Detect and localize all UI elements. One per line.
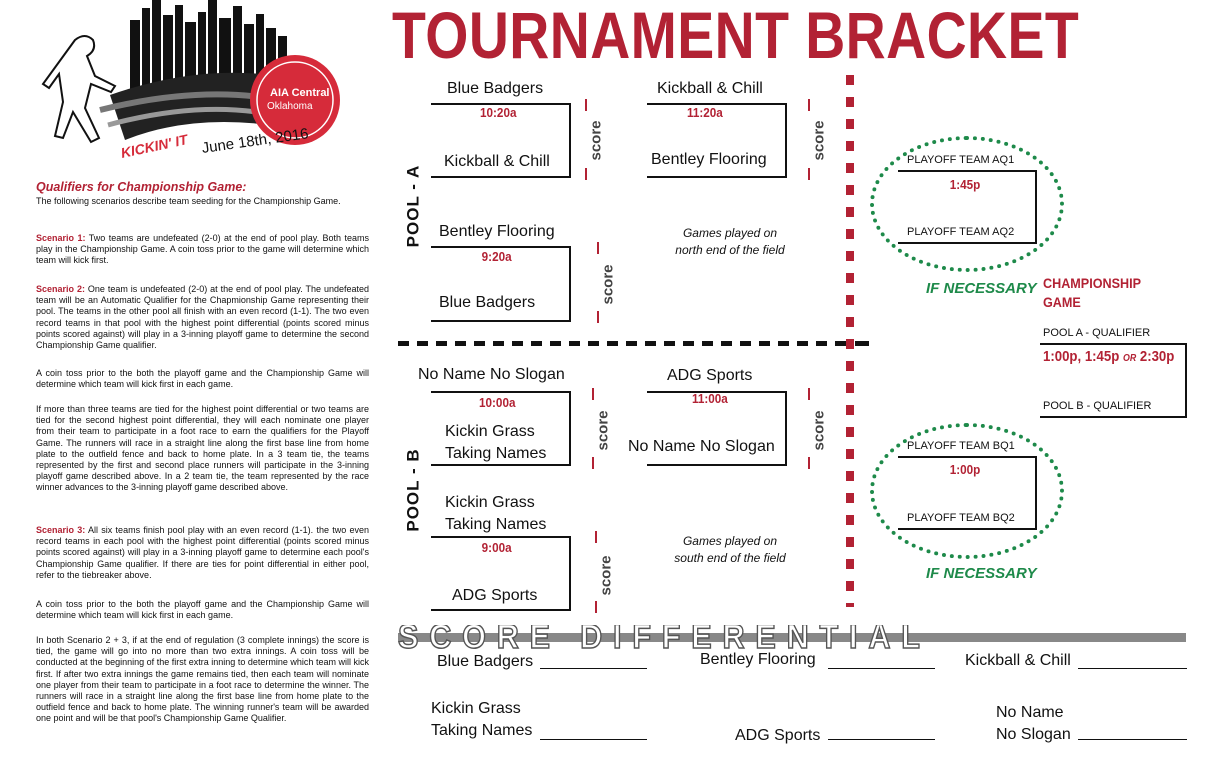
- pool-a-label: POOL - A: [403, 164, 423, 248]
- pool-divider-end: [855, 341, 869, 346]
- logo-brand-line2: Oklahoma: [267, 101, 313, 112]
- scenario-2: Scenario 2: One team is undefeated (2-0)…: [36, 284, 369, 351]
- score-differential-banner: SCORE DIFFERENTIAL: [398, 625, 1186, 649]
- playoff-a-team2: PLAYOFF TEAM AQ2: [907, 226, 1015, 238]
- logo-brand-line1: AIA Central: [270, 87, 330, 99]
- pool-a-game3-team-bottom: Blue Badgers: [439, 294, 536, 311]
- pool-a-game1-score-label: score: [587, 120, 605, 161]
- pool-a-game3-time: 9:20a: [481, 249, 512, 264]
- pool-divider-horizontal: [398, 341, 846, 346]
- scenario-3-text: All six teams finish pool play with an e…: [36, 525, 369, 580]
- extra-innings-rules: In both Scenario 2 + 3, if at the end of…: [36, 635, 369, 724]
- sd-kickin-line2: Taking Names: [431, 722, 533, 739]
- scenario-3-label: Scenario 3:: [36, 525, 86, 535]
- pool-a-game3-score-label: score: [599, 264, 617, 305]
- scenario-1: Scenario 1: Two teams are undefeated (2-…: [36, 233, 369, 267]
- sd-kickball: Kickball & Chill: [965, 652, 1071, 669]
- page-title: TOURNAMENT BRACKET: [392, 0, 1080, 72]
- pool-b-game3-team-top: Kickin Grass Taking Names: [445, 492, 546, 536]
- pool-b-game3-top-line2: Taking Names: [445, 516, 547, 533]
- sd-no-name-line: [1078, 739, 1187, 740]
- pool-a-game1-team-top: Blue Badgers: [447, 80, 544, 97]
- pool-b-note-line1: Games played on: [682, 534, 778, 548]
- pool-a-game2-time: 11:20a: [686, 105, 723, 120]
- sd-no-name: No Name No Slogan: [996, 702, 1071, 746]
- rules-intro: The following scenarios describe team se…: [36, 196, 341, 206]
- pool-b-game3-top-line1: Kickin Grass: [445, 494, 535, 511]
- event-logo: AIA Central Oklahoma KICKIN' IT: [41, 0, 340, 161]
- sd-kickin-grass: Kickin Grass Taking Names: [431, 698, 532, 742]
- playoff-a-time: 1:45p: [949, 177, 981, 192]
- championship-line2: GAME: [1043, 294, 1081, 310]
- sd-blue-badgers: Blue Badgers: [437, 653, 534, 670]
- pool-a-note-line1: Games played on: [682, 226, 778, 240]
- sd-bentley: Bentley Flooring: [700, 651, 816, 668]
- pool-b-field-note: Games played on south end of the field: [645, 533, 815, 567]
- scenario-3: Scenario 3: All six teams finish pool pl…: [36, 525, 369, 581]
- playoff-b-if-necessary: IF NECESSARY: [926, 565, 1037, 582]
- playoff-b-time: 1:00p: [949, 462, 981, 477]
- pool-b-game1-score-label: score: [594, 410, 612, 451]
- pool-b-game1-team-top: No Name No Slogan: [418, 366, 565, 383]
- playoff-b-team2: PLAYOFF TEAM BQ2: [907, 512, 1015, 524]
- championship-time-2: 2:30p: [1139, 348, 1175, 365]
- pool-b-game1-time: 10:00a: [479, 395, 516, 410]
- pool-a-game2-score-label: score: [810, 120, 828, 161]
- scenario-1-label: Scenario 1:: [36, 233, 86, 243]
- championship-line1: CHAMPIONSHIP: [1043, 275, 1142, 291]
- pool-b-game3-team-bottom: ADG Sports: [452, 587, 538, 604]
- scenario-1-text: Two teams are undefeated (2-0) at the en…: [36, 233, 369, 266]
- championship-time-or: OR: [1122, 353, 1137, 364]
- sd-kickball-line: [1078, 668, 1187, 669]
- pool-a-qualifier: POOL A - QUALIFIER: [1043, 327, 1151, 339]
- sd-kickin-line1: Kickin Grass: [431, 700, 521, 717]
- coin-toss-note-1: A coin toss prior to the both the playof…: [36, 368, 369, 390]
- pool-a-field-note: Games played on north end of the field: [645, 225, 815, 259]
- sd-bentley-line: [828, 668, 935, 669]
- pool-b-game2-score-label: score: [810, 410, 828, 451]
- pool-b-game1-bottom-line1: Kickin Grass: [445, 423, 535, 440]
- pool-b-game3-score-label: score: [597, 555, 615, 596]
- pool-a-game3-team-top: Bentley Flooring: [439, 223, 555, 240]
- pool-a-game1-time: 10:20a: [480, 105, 517, 120]
- score-differential-heading: SCORE DIFFERENTIAL: [398, 625, 931, 649]
- pool-b-game1-bottom-line2: Taking Names: [445, 445, 547, 462]
- playoff-a-if-necessary: IF NECESSARY: [926, 280, 1037, 297]
- coin-toss-note-2: A coin toss prior to the both the playof…: [36, 599, 369, 621]
- sd-adg-line: [828, 739, 935, 740]
- playoff-b-team1: PLAYOFF TEAM BQ1: [907, 440, 1015, 452]
- pool-b-game2-team-top: ADG Sports: [667, 367, 753, 384]
- scenario-2-text: One team is undefeated (2-0) at the end …: [36, 284, 369, 351]
- championship-time-1: 1:00p, 1:45p: [1043, 348, 1120, 365]
- sd-noname-line2: No Slogan: [996, 726, 1071, 743]
- playoff-b-oval: [870, 423, 1064, 559]
- championship-time: 1:00p, 1:45p OR 2:30p: [1043, 348, 1174, 365]
- playoff-a-oval: [870, 136, 1064, 272]
- scenario-2-label: Scenario 2:: [36, 284, 85, 294]
- pool-b-game1-team-bottom: Kickin Grass Taking Names: [445, 421, 546, 465]
- pool-a-note-line2: north end of the field: [675, 243, 785, 257]
- sd-adg: ADG Sports: [735, 727, 821, 744]
- pool-a-game2-team-bottom: Bentley Flooring: [651, 151, 767, 168]
- pool-a-game2-team-top: Kickball & Chill: [657, 80, 763, 97]
- qualifiers-heading: Qualifiers for Championship Game:: [36, 180, 247, 194]
- pool-b-qualifier: POOL B - QUALIFIER: [1043, 400, 1152, 412]
- sd-blue-badgers-line: [540, 668, 647, 669]
- pool-b-game2-team-bottom: No Name No Slogan: [628, 438, 775, 455]
- sd-noname-line1: No Name: [996, 704, 1064, 721]
- pool-a-game1-team-bottom: Kickball & Chill: [444, 153, 550, 170]
- playoff-a-team1: PLAYOFF TEAM AQ1: [907, 154, 1015, 166]
- field-divider-vertical: [846, 75, 854, 607]
- sd-kickin-grass-line: [540, 739, 647, 740]
- pool-b-label: POOL - B: [403, 448, 423, 532]
- tiebreaker-rules: If more than three teams are tied for th…: [36, 404, 369, 493]
- pool-b-game3-time: 9:00a: [481, 540, 512, 555]
- pool-b-note-line2: south end of the field: [674, 551, 786, 565]
- pool-b-game2-time: 11:00a: [691, 391, 728, 406]
- championship-heading: CHAMPIONSHIP GAME: [1043, 274, 1141, 312]
